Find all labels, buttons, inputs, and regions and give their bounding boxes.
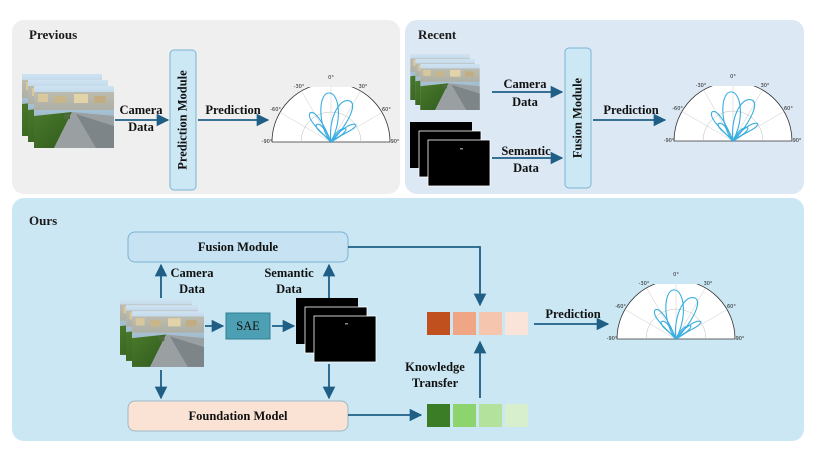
previous-camera-stack [22, 74, 114, 148]
orange-token-3 [479, 312, 502, 335]
knowledge-transfer-label: Knowledge Transfer [395, 360, 475, 390]
ours-foundation-model-label: Foundation Model [188, 409, 288, 423]
ours-semantic-stack [296, 298, 377, 363]
knowledge-label-line2: Transfer [411, 376, 459, 390]
green-token-4 [505, 404, 528, 427]
orange-token-row [427, 312, 528, 335]
recent-semantic-label: Semantic [501, 144, 551, 158]
previous-polar-tick: -90° [261, 139, 273, 145]
ours-polar-plot [616, 284, 736, 340]
ours-semantic-label-2: Data [276, 282, 302, 296]
green-token-row [427, 404, 528, 427]
previous-prediction-label: Prediction [205, 103, 261, 117]
green-token-3 [479, 404, 502, 427]
ours-camera-stack [120, 299, 204, 367]
previous-polar-tick: -60° [270, 107, 281, 113]
ours-foundation-model [127, 400, 349, 432]
recent-polar-tick: 0° [730, 74, 736, 80]
orange-token-2 [453, 312, 476, 335]
recent-camera-label-line1: Camera [503, 77, 547, 91]
ours-polar-tick: 30° [703, 280, 713, 287]
ours-prediction-label: Prediction [545, 307, 601, 321]
previous-polar-tick: 0° [328, 75, 334, 81]
ours-polar-tick: -60° [615, 304, 626, 310]
recent-polar-tick: -30° [695, 82, 707, 89]
recent-polar-tick: 60° [783, 106, 793, 112]
recent-camera-stack [410, 54, 480, 110]
green-token-1 [427, 404, 450, 427]
ours-camera-label-2: Data [179, 282, 205, 296]
fusion-to-tokens-arrow [348, 246, 487, 307]
orange-token-1 [427, 312, 450, 335]
ours-camera-label: Camera [170, 266, 214, 280]
previous-module-label: Prediction Module [175, 70, 190, 170]
knowledge-label-line1: Knowledge [405, 360, 465, 374]
recent-polar-tick: -90° [663, 138, 675, 144]
orange-token-4 [505, 312, 528, 335]
ours-polar-tick: 0° [673, 272, 679, 278]
recent-polar-plot [673, 86, 793, 142]
recent-prediction-label: Prediction [603, 103, 659, 117]
previous-camera-label-line2: Data [128, 120, 154, 134]
ours-polar-tick: -30° [638, 280, 650, 287]
previous-title: Previous [29, 27, 78, 42]
ours-polar-tick: 90° [735, 336, 745, 342]
ours-polar-tick: 60° [726, 304, 736, 310]
ours-semantic-label: Semantic [264, 266, 314, 280]
ours-title: Ours [29, 213, 58, 228]
sae-box [225, 312, 271, 340]
recent-semantic-label-2: Data [513, 161, 539, 175]
recent-polar-tick: 90° [792, 138, 802, 144]
previous-camera-label-line1: Camera [119, 103, 163, 117]
recent-module-label: Fusion Module [570, 77, 585, 159]
green-token-2 [453, 404, 476, 427]
recent-camera-label-2: Data [512, 95, 538, 109]
recent-title: Recent [418, 27, 457, 42]
ours-polar-tick: -90° [606, 336, 618, 342]
ours-fusion-module-label: Fusion Module [197, 240, 279, 254]
recent-semantic-stack [410, 122, 491, 187]
previous-prediction-module [169, 49, 197, 191]
sae-label: SAE [236, 319, 260, 333]
previous-polar-tick: 60° [381, 107, 391, 113]
recent-fusion-module [564, 47, 592, 189]
recent-polar-tick: 30° [760, 82, 770, 89]
previous-polar-tick: -30° [293, 83, 305, 90]
recent-polar-tick: -60° [672, 106, 683, 112]
recent-camera-label: Camera [496, 77, 554, 91]
previous-polar-tick: 30° [358, 83, 368, 90]
previous-camera-label: Camera Data [113, 103, 169, 134]
previous-polar-plot [271, 87, 391, 143]
previous-polar-tick: 90° [390, 139, 400, 145]
